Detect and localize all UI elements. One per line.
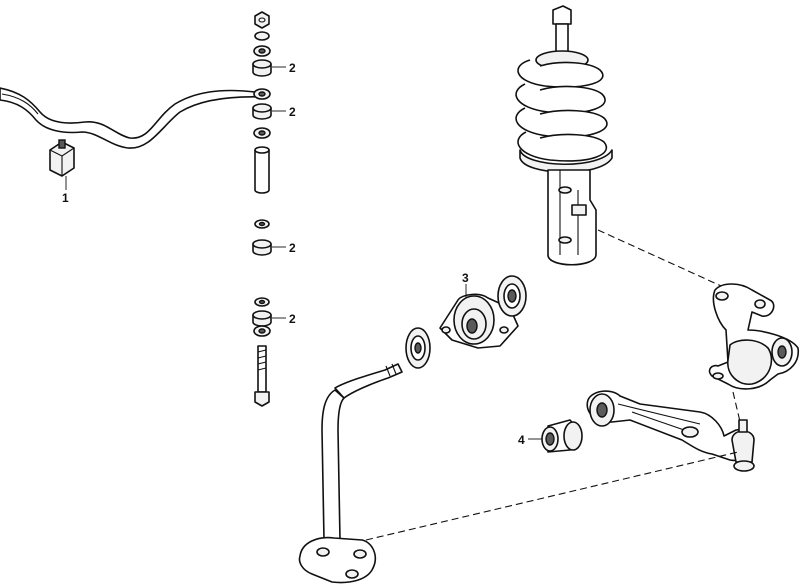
steering-knuckle bbox=[708, 283, 800, 390]
callout-2a: 2 bbox=[289, 61, 296, 75]
strut-to-knuckle-line bbox=[597, 229, 731, 291]
stabilizer-bar bbox=[0, 87, 263, 149]
lower-control-arm bbox=[586, 390, 755, 472]
callout-1: 1 bbox=[62, 191, 69, 205]
callout-3: 3 bbox=[462, 271, 469, 285]
control-arm-front-bushing bbox=[439, 275, 527, 349]
callout-4: 4 bbox=[518, 433, 525, 447]
stabilizer-link-stack bbox=[252, 11, 272, 407]
callout-2d: 2 bbox=[289, 312, 296, 326]
strut-assembly bbox=[515, 5, 613, 266]
callout-2b: 2 bbox=[289, 105, 296, 119]
bracket-to-arm-line bbox=[365, 451, 739, 541]
tension-rod bbox=[298, 363, 403, 584]
stabilizer-bushing bbox=[49, 139, 75, 177]
callout-2c: 2 bbox=[289, 241, 296, 255]
control-arm-rear-bushing bbox=[541, 419, 583, 453]
knuckle-to-balljoint-line bbox=[732, 391, 743, 431]
tension-rod-washer bbox=[405, 327, 431, 369]
